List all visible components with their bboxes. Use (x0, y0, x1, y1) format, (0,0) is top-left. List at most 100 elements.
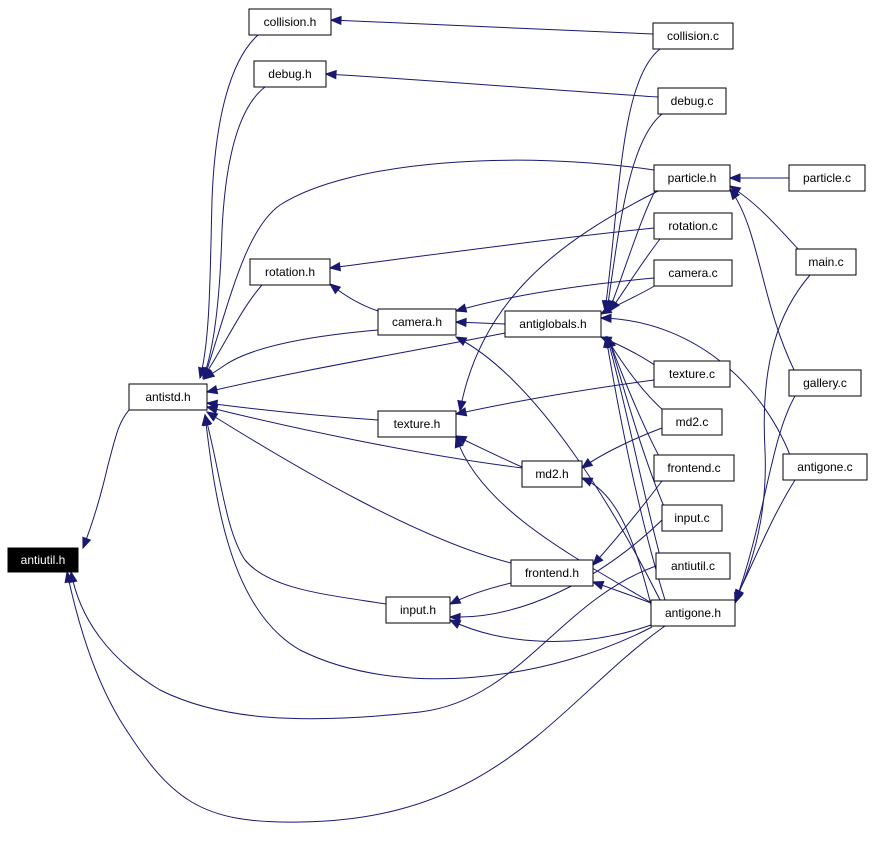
edge-antigone-c-to-antiglobals-h (600, 317, 791, 456)
edge-main-c-to-particle-h (729, 185, 801, 252)
arrowhead-icon (599, 304, 613, 315)
node-md2-c[interactable]: md2.c (661, 408, 723, 436)
node-frontend-c[interactable]: frontend.c (653, 454, 735, 482)
node-rotation-c[interactable]: rotation.c (653, 212, 733, 240)
node-camera-c[interactable]: camera.c (653, 259, 733, 287)
node-box (521, 460, 583, 488)
node-antiutil-c[interactable]: antiutil.c (655, 552, 731, 580)
edge-input-c-to-input-h (449, 519, 663, 618)
arrowhead-icon (205, 384, 219, 395)
node-texture-c[interactable]: texture.c (653, 360, 731, 388)
node-gallery-c[interactable]: gallery.c (788, 369, 862, 397)
node-box (504, 310, 602, 338)
arrowhead-icon (454, 303, 468, 313)
edge-antistd-h-to-antiutil-h (82, 406, 133, 549)
edge-frontend-c-to-frontend-h (592, 480, 663, 566)
arrowhead-icon (728, 185, 742, 196)
arrowhead-icon (580, 477, 594, 487)
edge-collision-c-to-antiglobals-h (604, 48, 661, 312)
arrowhead-icon (205, 404, 219, 415)
node-label: antiutil.h (21, 553, 66, 567)
node-box (377, 410, 457, 438)
arrowhead-icon (64, 570, 74, 584)
edge-frontend-c-to-antiglobals-h (607, 336, 661, 459)
edge-debug-h-to-antistd-h (202, 86, 266, 379)
arrowhead-icon (599, 313, 612, 323)
node-label: antigone.h (665, 606, 721, 620)
edge-antigone-h-to-antiutil-h (66, 571, 666, 823)
node-rotation-h[interactable]: rotation.h (249, 258, 331, 286)
node-label: frontend.c (667, 461, 720, 475)
edge-texture-c-to-texture-h (455, 379, 655, 415)
node-antiutil-h[interactable]: antiutil.h (7, 547, 79, 573)
edge-rotation-c-to-antiglobals-h (609, 238, 661, 312)
edge-md2-h-to-antistd-h (206, 406, 523, 469)
arrowhead-icon (448, 612, 461, 623)
node-box (788, 164, 866, 192)
node-particle-c[interactable]: particle.c (788, 164, 866, 192)
edge-gallery-c-to-antigone-h (734, 395, 796, 604)
node-label: debug.h (268, 67, 311, 81)
edge-gallery-c-to-particle-h (729, 188, 796, 373)
edge-collision-h-to-antistd-h (199, 34, 259, 379)
node-box (128, 383, 208, 411)
arrowhead-icon (728, 173, 741, 183)
edge-frontend-h-to-antistd-h (206, 411, 512, 564)
nodes-layer: antiutil.h antistd.h collision.h debug.h rot… (7, 8, 868, 627)
edge-input-h-to-antistd-h (204, 414, 387, 605)
node-box (661, 504, 723, 532)
arrowhead-icon (328, 261, 342, 272)
node-debug-c[interactable]: debug.c (657, 87, 727, 115)
edge-collision-c-to-collision-h (330, 19, 654, 35)
edge-camera-h-to-antistd-h (203, 329, 379, 380)
arrowhead-icon (448, 595, 462, 605)
node-box (653, 360, 731, 388)
arrowhead-icon (592, 554, 604, 567)
node-main-c[interactable]: main.c (795, 248, 857, 276)
node-label: gallery.c (803, 376, 847, 390)
node-label: debug.c (671, 94, 714, 108)
node-antiglobals-h[interactable]: antiglobals.h (504, 310, 602, 338)
edge-input-c-to-antiglobals-h (607, 336, 666, 510)
node-camera-h[interactable]: camera.h (377, 308, 457, 336)
arrowhead-icon (729, 187, 741, 201)
node-box (249, 258, 331, 286)
edge-rotation-c-to-rotation-h (329, 227, 655, 269)
node-box (510, 559, 594, 587)
node-box (661, 408, 723, 436)
node-collision-c[interactable]: collision.c (652, 22, 734, 50)
node-label: camera.h (392, 315, 442, 329)
arrowhead-icon (205, 411, 219, 422)
node-antigone-h[interactable]: antigone.h (650, 599, 736, 627)
edge-md2-h-to-texture-h (455, 435, 523, 468)
node-particle-h[interactable]: particle.h (653, 164, 731, 192)
arrowhead-icon (324, 69, 337, 80)
node-antigone-c[interactable]: antigone.c (782, 453, 868, 481)
node-input-c[interactable]: input.c (661, 504, 723, 532)
node-label: collision.c (667, 29, 719, 43)
node-md2-h[interactable]: md2.h (521, 460, 583, 488)
node-box (795, 248, 857, 276)
node-antistd-h[interactable]: antistd.h (128, 383, 208, 411)
node-label: antigone.c (797, 460, 852, 474)
edge-texture-h-to-antistd-h (206, 402, 379, 421)
node-texture-h[interactable]: texture.h (377, 410, 457, 438)
node-label: input.h (400, 603, 436, 617)
arrowhead-icon (454, 317, 467, 328)
node-collision-h[interactable]: collision.h (248, 8, 332, 36)
arrowhead-icon (454, 435, 464, 449)
node-input-h[interactable]: input.h (385, 596, 451, 624)
edge-antigone-h-to-antistd-h (204, 414, 653, 680)
node-label: antiutil.c (671, 559, 715, 573)
arrowhead-icon (454, 435, 468, 445)
node-label: main.c (808, 255, 843, 269)
node-box (652, 22, 734, 50)
node-frontend-h[interactable]: frontend.h (510, 559, 594, 587)
node-debug-h[interactable]: debug.h (253, 60, 327, 88)
node-label: antiglobals.h (519, 317, 586, 331)
node-box (782, 453, 868, 481)
node-label: particle.c (803, 171, 851, 185)
node-box (650, 599, 736, 627)
node-box (653, 212, 733, 240)
